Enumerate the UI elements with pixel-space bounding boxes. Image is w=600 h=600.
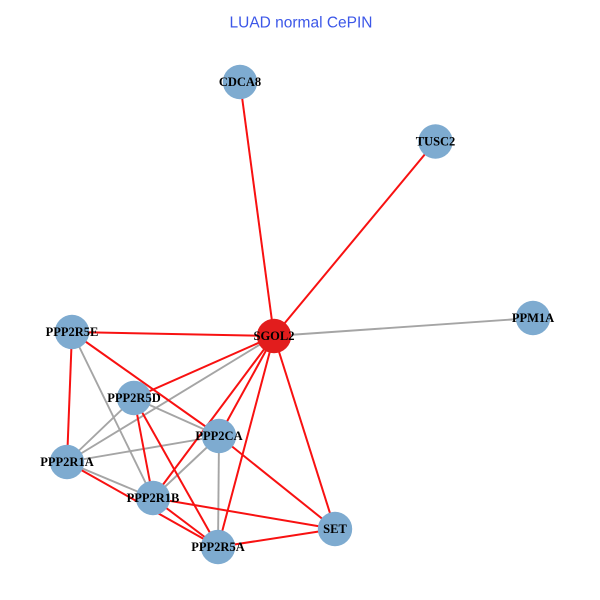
svg-text:PPP2CA: PPP2CA <box>195 429 242 443</box>
svg-text:CDCA8: CDCA8 <box>219 75 261 89</box>
svg-text:PPM1A: PPM1A <box>512 311 554 325</box>
svg-text:PPP2R5A: PPP2R5A <box>191 540 244 554</box>
svg-text:PPP2R5D: PPP2R5D <box>107 391 160 405</box>
svg-text:PPP2R1B: PPP2R1B <box>127 491 180 505</box>
svg-text:PPP2R5E: PPP2R5E <box>46 325 99 339</box>
svg-text:SET: SET <box>323 522 347 536</box>
svg-text:TUSC2: TUSC2 <box>416 135 456 149</box>
svg-text:SGOL2: SGOL2 <box>254 329 295 343</box>
svg-text:LUAD normal CePIN: LUAD normal CePIN <box>230 15 373 32</box>
svg-text:PPP2R1A: PPP2R1A <box>40 455 93 469</box>
